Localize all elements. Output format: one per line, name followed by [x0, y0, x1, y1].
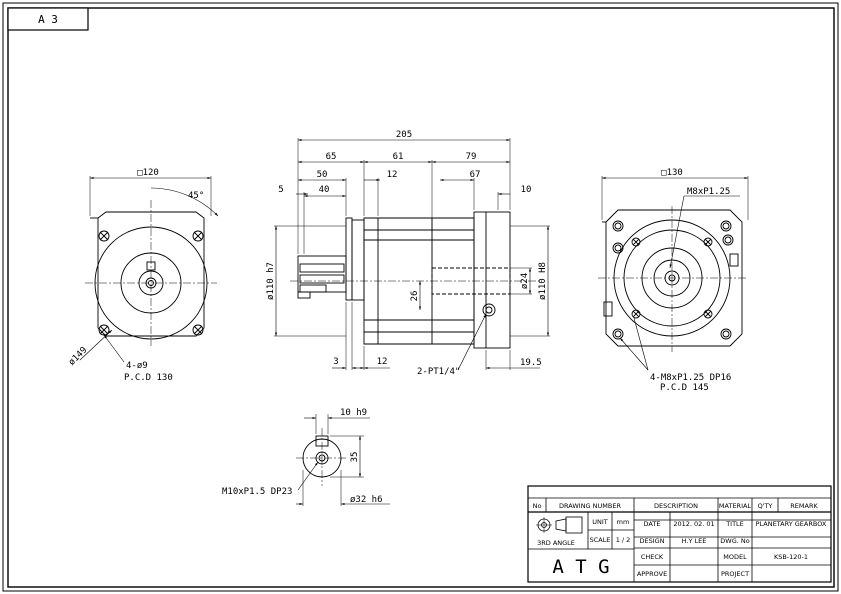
tb-h-remark: REMARK — [790, 502, 818, 510]
rear-pcd-dim: P.C.D 145 — [660, 383, 709, 393]
side-dim-5: 5 — [278, 185, 283, 195]
shaft-height-dim: 35 — [350, 452, 360, 463]
rear-view — [598, 176, 749, 371]
side-dim-10: 10 — [521, 185, 532, 195]
side-dim-79: 79 — [466, 152, 477, 162]
shaft-view — [296, 414, 390, 506]
tb-logo: A T G — [552, 556, 609, 578]
tb-design-value: H.Y LEE — [682, 537, 707, 545]
side-dim-50: 50 — [317, 170, 328, 180]
side-dim-19-5: 19.5 — [520, 358, 542, 368]
side-dim-26: 26 — [410, 291, 420, 302]
tb-h-drawing-number: DRAWING NUMBER — [559, 502, 621, 510]
front-flange-outline — [97, 211, 205, 337]
tb-unit-value: mm — [617, 518, 630, 526]
front-pcd-dim: P.C.D 130 — [124, 373, 173, 383]
tb-design-label: DESIGN — [639, 537, 664, 545]
tb-dwg-label: DWG. No — [720, 537, 749, 545]
side-dim-12b: 12 — [377, 357, 388, 367]
rear-tap-holes-dim: 4-M8xP1.25 DP16 — [650, 373, 731, 383]
shaft-thread-dim: M10xP1.5 DP23 — [222, 487, 292, 497]
side-input-shaft — [297, 255, 347, 293]
front-square-dim: □120 — [137, 168, 159, 178]
sheet-size-box — [7, 7, 89, 31]
tb-model-value: KSB-120-1 — [774, 553, 808, 561]
tb-approve-label: APPROVE — [637, 570, 667, 578]
shaft-key-dim: 10 h9 — [340, 408, 367, 418]
rear-mount-holes — [612, 220, 734, 340]
side-overall-dim: 205 — [396, 130, 412, 140]
tb-scale-value: 1 / 2 — [616, 536, 631, 544]
side-dim-12a: 12 — [387, 170, 398, 180]
front-diameter-dim: ø149 — [67, 345, 89, 367]
front-angle-dim: 45° — [188, 191, 204, 201]
sheet-size-label: A 3 — [38, 13, 58, 26]
side-view — [274, 138, 550, 371]
tb-title-label: TITLE — [725, 520, 744, 528]
shaft-diameter-dim: ø32 h6 — [350, 495, 383, 505]
rear-square-dim: □130 — [661, 168, 683, 178]
tb-projection: 3RD ANGLE — [537, 539, 575, 547]
front-view — [79, 176, 219, 363]
title-block — [527, 485, 832, 583]
side-dim-40: 40 — [319, 185, 330, 195]
tb-project-label: PROJECT — [721, 570, 749, 578]
tb-h-no: No — [533, 502, 542, 510]
rear-tap-top-dim: M8xP1.25 — [687, 187, 730, 197]
front-mount-holes — [98, 230, 204, 336]
tb-date-label: DATE — [644, 520, 661, 528]
side-pilot-in-dim: ø110 h7 — [266, 262, 276, 300]
side-pilot-out-dim: ø110 H8 — [538, 262, 548, 300]
side-plug — [482, 303, 496, 317]
side-dim-65: 65 — [326, 152, 337, 162]
tb-h-qty: Q'TY — [758, 502, 773, 510]
front-holes-dim: 4-ø9 — [126, 361, 148, 371]
tb-h-description: DESCRIPTION — [654, 502, 698, 510]
inner-border — [7, 7, 835, 588]
tb-title-value: PLANETARY GEARBOX — [756, 520, 827, 528]
tb-check-label: CHECK — [641, 553, 664, 561]
tb-model-label: MODEL — [723, 553, 747, 561]
side-plug-dim: 2-PT1/4" — [417, 367, 460, 377]
tb-date-value: 2012. 02. 01 — [673, 520, 714, 528]
side-bore-dim: ø24 — [520, 273, 530, 289]
tb-unit-label: UNIT — [592, 518, 608, 526]
side-dim-61: 61 — [393, 152, 404, 162]
tb-scale-label: SCALE — [590, 536, 611, 544]
tb-h-material: MATERIAL — [719, 502, 752, 510]
rear-flange-outline — [605, 209, 743, 347]
side-dim-67: 67 — [470, 170, 481, 180]
side-dim-3: 3 — [333, 357, 338, 367]
side-input-flange — [345, 217, 353, 301]
